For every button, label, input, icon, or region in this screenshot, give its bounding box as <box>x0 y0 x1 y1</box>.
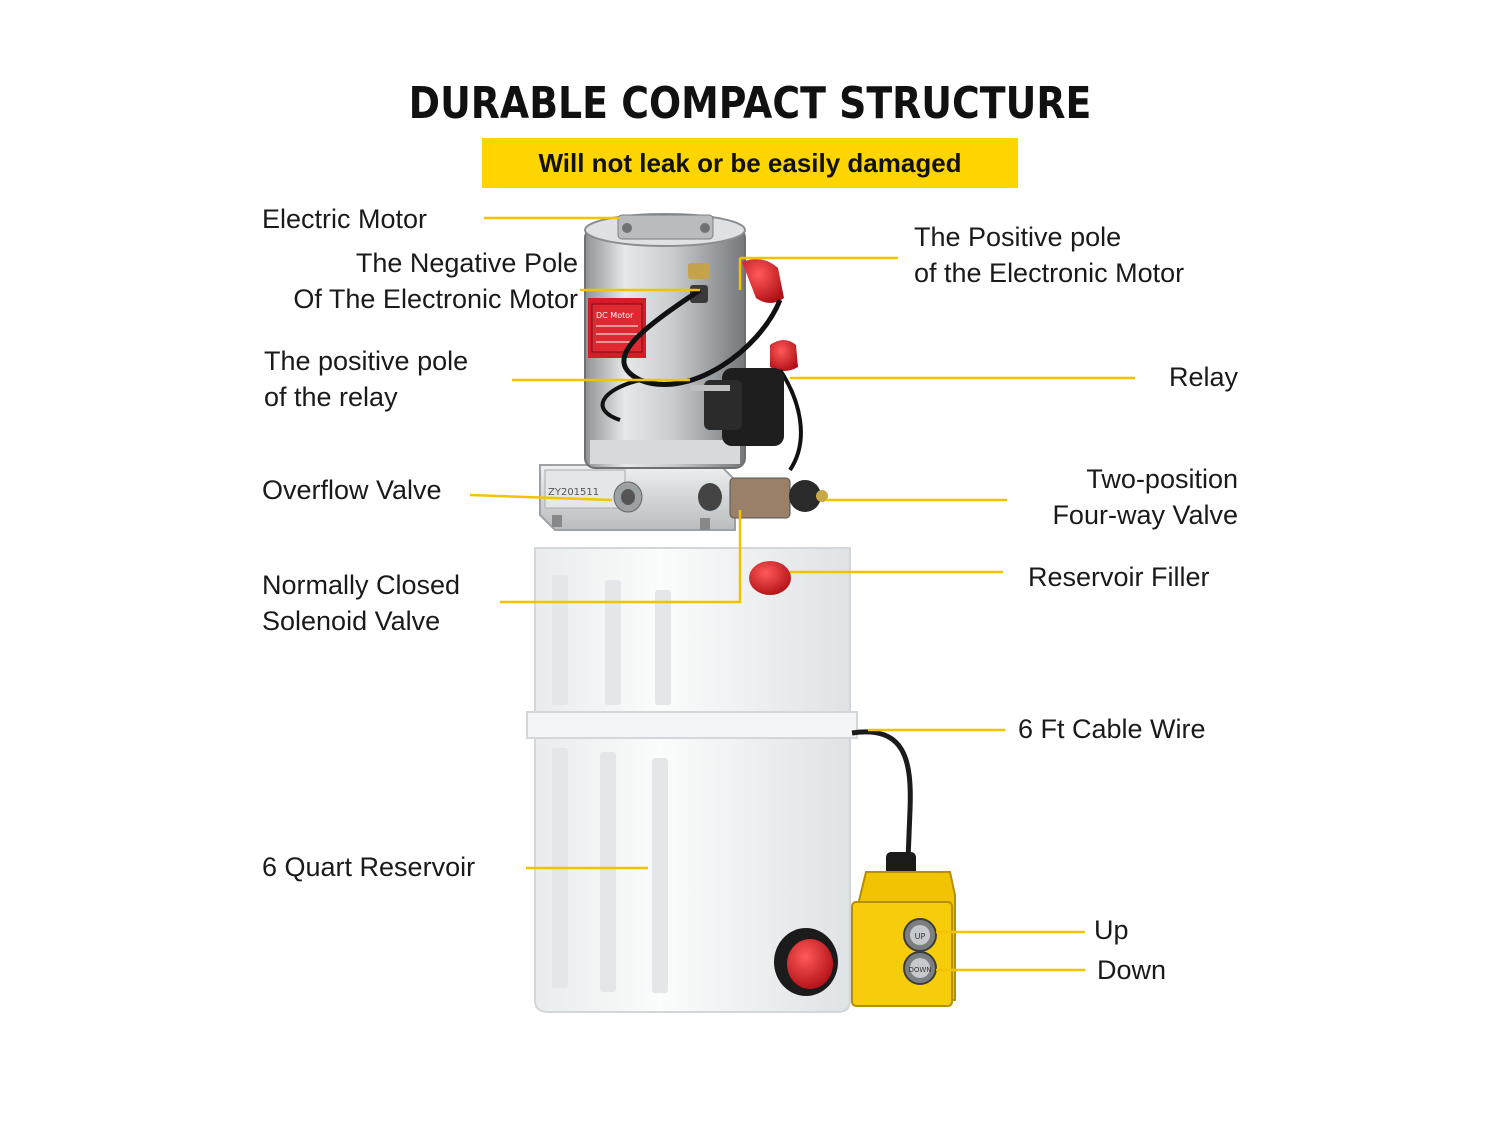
label-negative-pole-line2: Of The Electronic Motor <box>293 284 578 314</box>
label-overflow-valve-text: Overflow Valve <box>262 475 442 505</box>
label-four-way-line2: Four-way Valve <box>1052 500 1238 530</box>
label-down: Down <box>1097 952 1166 988</box>
label-solenoid-line2: Solenoid Valve <box>262 606 441 636</box>
remote-up-text: UP <box>915 932 926 941</box>
page-title: DURABLE COMPACT STRUCTURE <box>408 78 1092 129</box>
label-negative-pole: The Negative Pole Of The Electronic Moto… <box>262 245 578 317</box>
label-reservoir-text: 6 Quart Reservoir <box>262 852 476 882</box>
label-four-way-line1: Two-position <box>1086 464 1238 494</box>
label-positive-motor-line1: The Positive pole <box>914 222 1122 252</box>
subtitle-text: Will not leak or be easily damaged <box>538 147 962 178</box>
label-electric-motor: Electric Motor <box>262 201 427 237</box>
label-solenoid-line1: Normally Closed <box>262 570 461 600</box>
label-solenoid-valve: Normally Closed Solenoid Valve <box>262 567 460 639</box>
label-relay: Relay <box>1100 359 1238 395</box>
cable-wire <box>851 729 913 861</box>
subtitle-banner: Will not leak or be easily damaged <box>482 138 1018 188</box>
label-up: Up <box>1094 912 1129 948</box>
label-reservoir-filler-text: Reservoir Filler <box>1028 562 1210 592</box>
drain-cap <box>774 928 838 996</box>
manifold-block: ZY201511 <box>539 464 828 531</box>
relay <box>690 368 784 446</box>
label-positive-pole-motor: The Positive pole of the Electronic Moto… <box>914 219 1184 291</box>
filler-cap <box>749 561 791 595</box>
motor-plate-text: DC Motor <box>596 311 634 320</box>
label-positive-relay-line2: of the relay <box>264 382 398 412</box>
label-positive-motor-line2: of the Electronic Motor <box>914 258 1185 288</box>
label-down-text: Down <box>1097 955 1167 985</box>
label-up-text: Up <box>1094 915 1129 945</box>
label-negative-pole-line1: The Negative Pole <box>355 248 578 278</box>
leader-lines <box>469 216 1135 972</box>
reservoir-tank <box>526 547 858 1013</box>
manifold-text: ZY201511 <box>548 487 599 498</box>
label-reservoir: 6 Quart Reservoir <box>262 849 475 885</box>
label-electric-motor-text: Electric Motor <box>262 204 428 234</box>
label-four-way-valve: Two-position Four-way Valve <box>1000 461 1238 533</box>
label-positive-pole-relay: The positive pole of the relay <box>264 343 468 415</box>
remote-control: UP DOWN <box>851 852 956 1007</box>
label-cable-wire: 6 Ft Cable Wire <box>1018 711 1206 747</box>
label-overflow-valve: Overflow Valve <box>262 472 442 508</box>
label-relay-text: Relay <box>1168 362 1238 392</box>
label-positive-relay-line1: The positive pole <box>264 346 469 376</box>
remote-down-text: DOWN <box>908 966 931 974</box>
label-cable-wire-text: 6 Ft Cable Wire <box>1018 714 1206 744</box>
label-reservoir-filler: Reservoir Filler <box>1028 559 1210 595</box>
